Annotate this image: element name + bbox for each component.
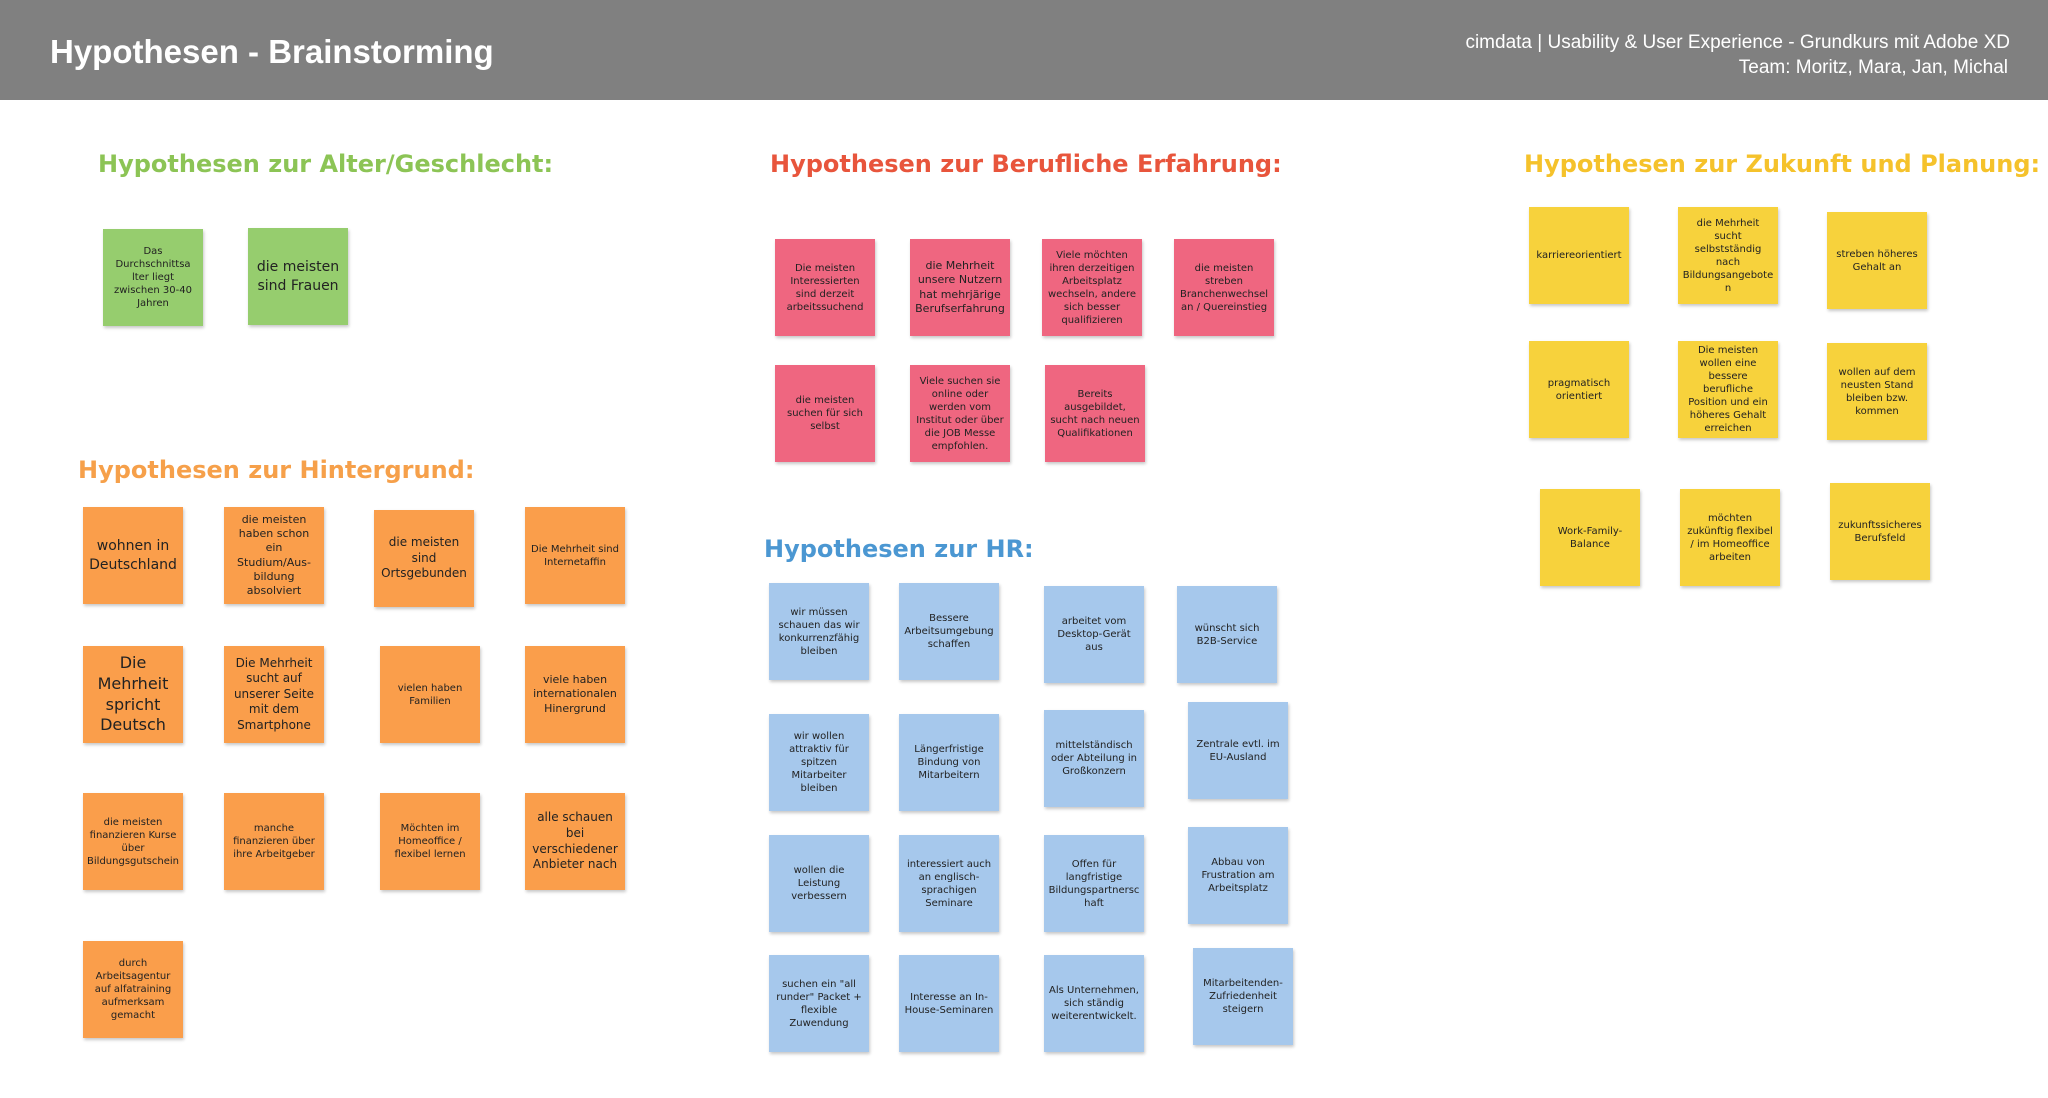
sticky-note[interactable]: arbeitet vom Desktop-Gerät aus (1044, 586, 1144, 683)
sticky-note[interactable]: Zentrale evtl. im EU-Ausland (1188, 702, 1288, 799)
sticky-note[interactable]: wollen auf dem neusten Stand bleiben bzw… (1827, 343, 1927, 440)
sticky-note[interactable]: alle schauen bei verschiedener Anbieter … (525, 793, 625, 890)
sticky-note[interactable]: die Mehrheit sucht selbstständig nach Bi… (1678, 207, 1778, 304)
team-info: Team: Moritz, Mara, Jan, Michal (1738, 57, 2008, 78)
sticky-note[interactable]: Längerfristige Bindung von Mitarbeitern (899, 714, 999, 811)
sticky-note[interactable]: Viele suchen sie online oder werden vom … (910, 365, 1010, 462)
header-bar: Hypothesen - Brainstorming cimdata | Usa… (0, 0, 2048, 100)
sticky-note[interactable]: streben höheres Gehalt an (1827, 212, 1927, 309)
sticky-note[interactable]: manche finanzieren über ihre Arbeitgeber (224, 793, 324, 890)
sticky-note[interactable]: Work-Family-Balance (1540, 489, 1640, 586)
sticky-note[interactable]: Möchten im Homeoffice / flexibel lernen (380, 793, 480, 890)
sticky-note[interactable]: Bessere Arbeitsumgebung schaffen (899, 583, 999, 680)
sticky-note[interactable]: Interesse an In-House-Seminaren (899, 955, 999, 1052)
sticky-note[interactable]: durch Arbeitsagentur auf alfatraining au… (83, 941, 183, 1038)
sticky-note[interactable]: mittelständisch oder Abteilung in Großko… (1044, 710, 1144, 807)
sticky-note[interactable]: Die Mehrheit sucht auf unserer Seite mit… (224, 646, 324, 743)
sticky-note[interactable]: Viele möchten ihren derzeitigen Arbeitsp… (1042, 239, 1142, 336)
sticky-note[interactable]: interessiert auch an englisch-sprachigen… (899, 835, 999, 932)
heading-zukunft-planung: Hypothesen zur Zukunft und Planung: (1524, 150, 2041, 178)
sticky-note[interactable]: Die meisten wollen eine bessere beruflic… (1678, 341, 1778, 438)
sticky-note[interactable]: Offen für langfristige Bildungspartnersc… (1044, 835, 1144, 932)
course-info: cimdata | Usability & User Experience - … (1465, 32, 2010, 53)
heading-hintergrund: Hypothesen zur Hintergrund: (78, 456, 475, 484)
sticky-note[interactable]: wohnen in Deutschland (83, 507, 183, 604)
sticky-note[interactable]: Die meisten Interessierten sind derzeit … (775, 239, 875, 336)
sticky-note[interactable]: zukunftssicheres Berufsfeld (1830, 483, 1930, 580)
sticky-note[interactable]: Als Unternehmen, sich ständig weiterentw… (1044, 955, 1144, 1052)
sticky-note[interactable]: die Mehrheit unsere Nutzern hat mehrjäri… (910, 239, 1010, 336)
sticky-note[interactable]: karriereorientiert (1529, 207, 1629, 304)
sticky-note[interactable]: Das Durchschnittsa lter liegt zwischen 3… (103, 229, 203, 326)
sticky-note[interactable]: Abbau von Frustration am Arbeitsplatz (1188, 827, 1288, 924)
sticky-note[interactable]: vielen haben Familien (380, 646, 480, 743)
sticky-note[interactable]: Mitarbeitenden-Zufriedenheit steigern (1193, 948, 1293, 1045)
sticky-note[interactable]: die meisten suchen für sich selbst (775, 365, 875, 462)
sticky-note[interactable]: die meisten sind Ortsgebunden (374, 510, 474, 607)
sticky-note[interactable]: die meisten haben schon ein Studium/Aus-… (224, 507, 324, 604)
heading-alter-geschlecht: Hypothesen zur Alter/Geschlecht: (98, 150, 554, 178)
sticky-note[interactable]: die meisten sind Frauen (248, 228, 348, 325)
sticky-note[interactable]: die meisten finanzieren Kurse über Bildu… (83, 793, 183, 890)
heading-hr: Hypothesen zur HR: (764, 535, 1034, 563)
sticky-note[interactable]: wir müssen schauen das wir konkurrenzfäh… (769, 583, 869, 680)
sticky-note[interactable]: pragmatisch orientiert (1529, 341, 1629, 438)
sticky-note[interactable]: suchen ein "all runder" Packet + flexibl… (769, 955, 869, 1052)
sticky-note[interactable]: wir wollen attraktiv für spitzen Mitarbe… (769, 714, 869, 811)
heading-berufliche-erfahrung: Hypothesen zur Berufliche Erfahrung: (770, 150, 1282, 178)
sticky-note[interactable]: wünscht sich B2B-Service (1177, 586, 1277, 683)
sticky-note[interactable]: Die Mehrheit spricht Deutsch (83, 646, 183, 743)
page-title: Hypothesen - Brainstorming (50, 33, 494, 70)
sticky-note[interactable]: viele haben internationalen Hinergrund (525, 646, 625, 743)
sticky-note[interactable]: Bereits ausgebildet, sucht nach neuen Qu… (1045, 365, 1145, 462)
sticky-note[interactable]: möchten zukünftig flexibel / im Homeoffi… (1680, 489, 1780, 586)
sticky-note[interactable]: wollen die Leistung verbessern (769, 835, 869, 932)
sticky-note[interactable]: Die Mehrheit sind Internetaffin (525, 507, 625, 604)
sticky-note[interactable]: die meisten streben Branchenwechsel an /… (1174, 239, 1274, 336)
